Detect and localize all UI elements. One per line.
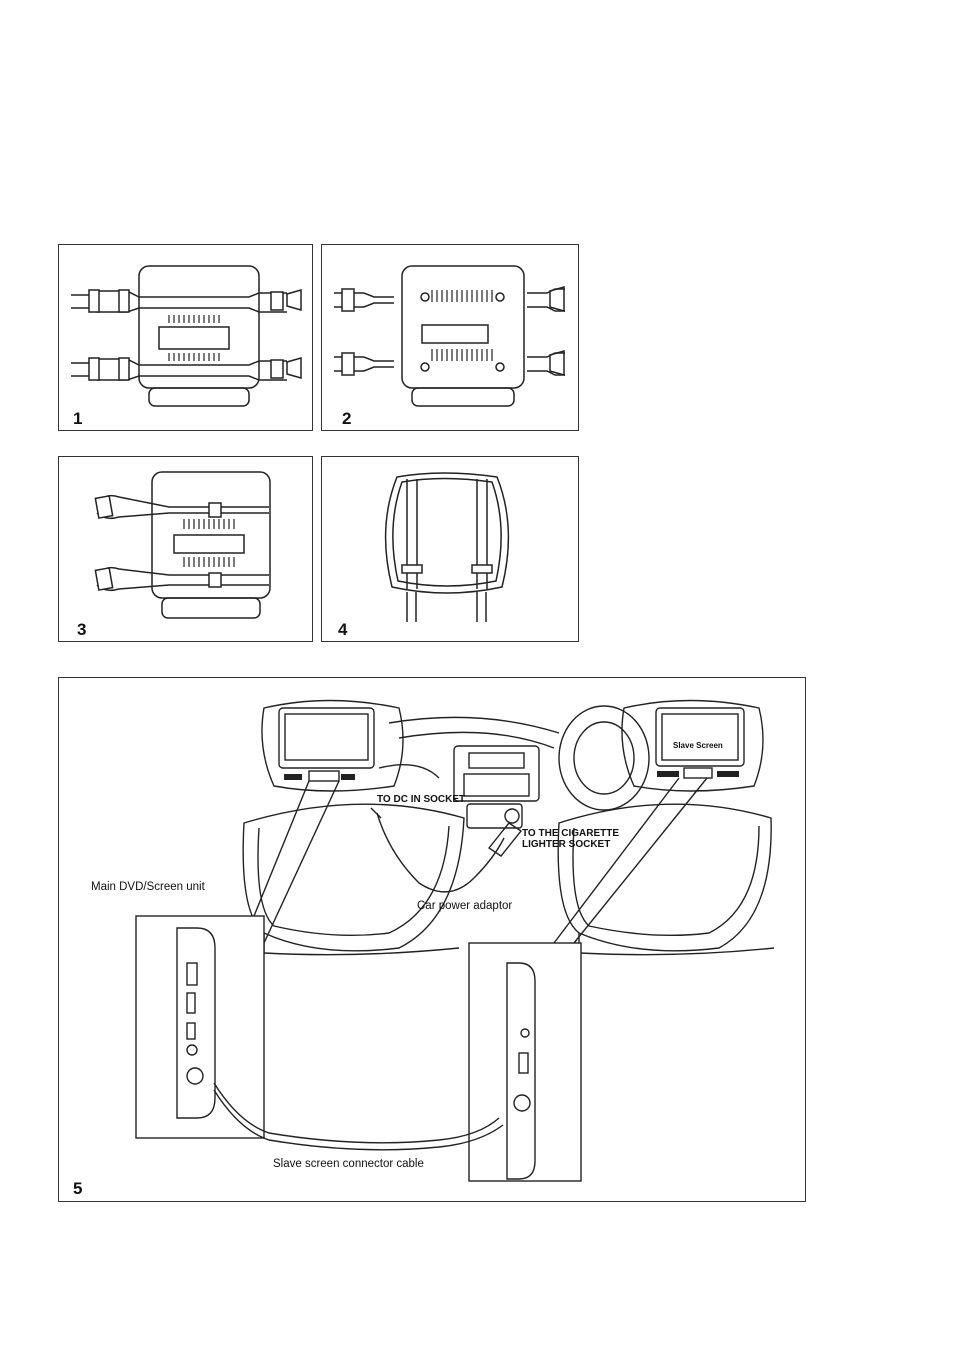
- step-1-panel: 1: [58, 244, 313, 431]
- step-3-panel: 3: [58, 456, 313, 642]
- step-5-panel: TO DC IN SOCKET TO THE CIGARETTE LIGHTER…: [58, 677, 806, 1202]
- step-number: 3: [77, 620, 87, 639]
- slave-cable-label: Slave screen connector cable: [273, 1158, 424, 1170]
- step-number: 2: [342, 409, 352, 428]
- cigarette-socket-label-line1: TO THE CIGARETTE: [522, 828, 620, 839]
- step-number: 5: [73, 1179, 83, 1198]
- slave-screen-text: Slave Screen: [673, 741, 723, 750]
- step-4-panel: 4: [321, 456, 579, 642]
- car-installation-diagram: [135, 699, 775, 1182]
- step-2-panel: 2: [321, 244, 579, 431]
- unit-back-straps-illustration: [71, 265, 302, 407]
- car-power-adaptor-label: Car power adaptor: [417, 900, 513, 912]
- step-number: 4: [338, 620, 348, 639]
- unit-straps-looped-illustration: [94, 471, 271, 619]
- dc-socket-label: TO DC IN SOCKET: [377, 794, 466, 805]
- step-number: 1: [73, 409, 83, 428]
- main-unit-label: Main DVD/Screen unit: [91, 881, 205, 893]
- headrest-strapped-illustration: [384, 472, 510, 622]
- cigarette-socket-label-line2: LIGHTER SOCKET: [522, 839, 611, 850]
- unit-back-straps-fastened-illustration: [334, 265, 565, 407]
